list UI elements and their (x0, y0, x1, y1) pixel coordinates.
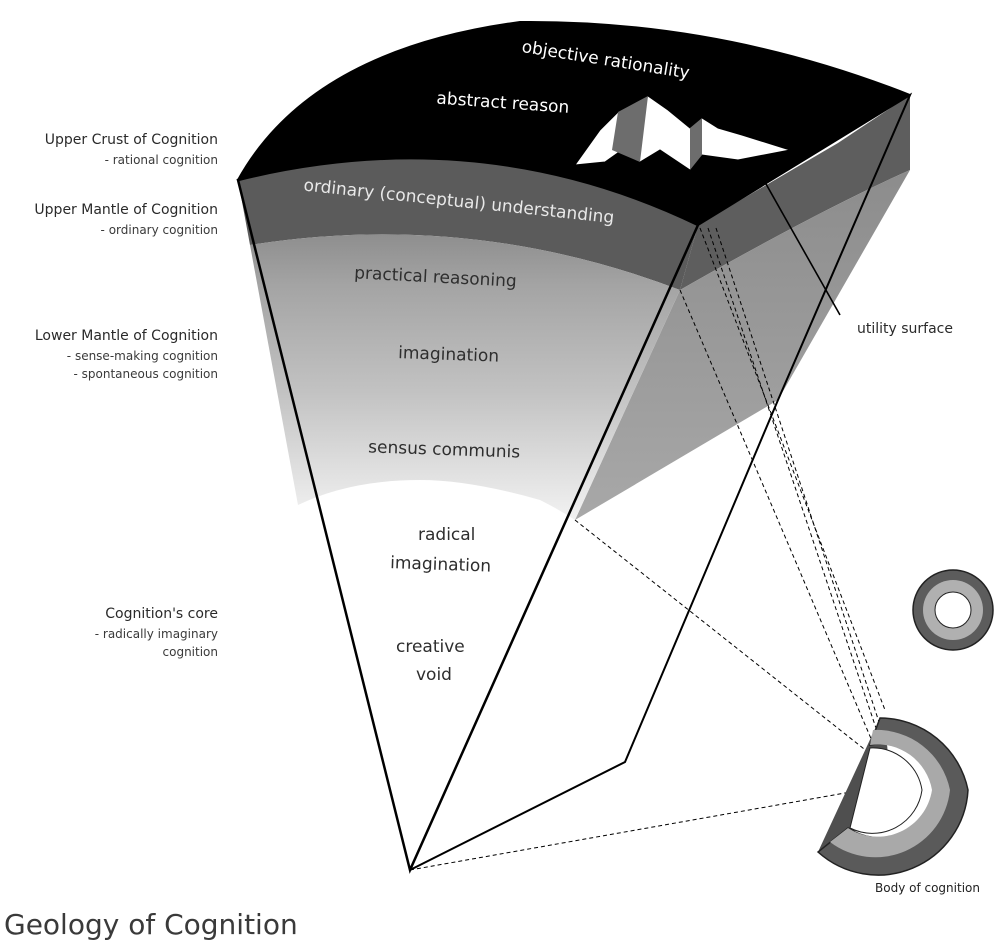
annotation-sub: - sense-making cognition (67, 349, 218, 363)
layer-creative-line2: void (416, 665, 452, 685)
mountain-shade (612, 96, 702, 170)
utility-surface-pointer (756, 167, 841, 316)
annotation-sub: - ordinary cognition (101, 223, 218, 237)
body-wedge-mid (830, 729, 950, 858)
side-face-upper-mantle (680, 95, 910, 290)
body-wedge-inner (849, 747, 923, 834)
annotation-core: Cognition's core - radically imaginary c… (95, 606, 218, 659)
body-ring-inner (934, 591, 972, 629)
annotation-upper-crust: Upper Crust of Cognition - rational cogn… (45, 132, 218, 167)
annotation-upper-mantle: Upper Mantle of Cognition - ordinary cog… (34, 202, 218, 237)
page-title: Geology of Cognition (4, 908, 298, 941)
wedge-outline (236, 156, 700, 874)
layer-creative-line1: creative (396, 637, 465, 657)
top-arc-edge (237, 20, 911, 181)
annotation-sub: - rational cognition (105, 153, 218, 167)
back-edge (409, 92, 913, 871)
annotation-title: Upper Crust of Cognition (45, 132, 218, 148)
top-crust (238, 21, 910, 225)
layer-radical-line1: radical (418, 525, 475, 545)
label-utility-surface: utility surface (857, 321, 953, 337)
layer-imagination: imagination (398, 343, 500, 367)
layer-radical-line2: imagination (390, 553, 492, 577)
annotation-sub: - radically imaginary (95, 627, 218, 641)
projection-lines (409, 227, 886, 871)
side-face-lower-mantle (575, 170, 910, 520)
annotation-lower-mantle: Lower Mantle of Cognition - sense-making… (35, 328, 218, 381)
annotation-sub: - spontaneous cognition (73, 367, 218, 381)
annotation-title: Lower Mantle of Cognition (35, 328, 218, 344)
front-lower-mantle (250, 234, 680, 520)
front-upper-mantle (238, 158, 698, 290)
annotation-title: Upper Mantle of Cognition (34, 202, 218, 218)
annotation-title: Cognition's core (105, 606, 218, 622)
label-body-of-cognition: Body of cognition (875, 881, 980, 895)
annotation-sub: cognition (163, 645, 218, 659)
